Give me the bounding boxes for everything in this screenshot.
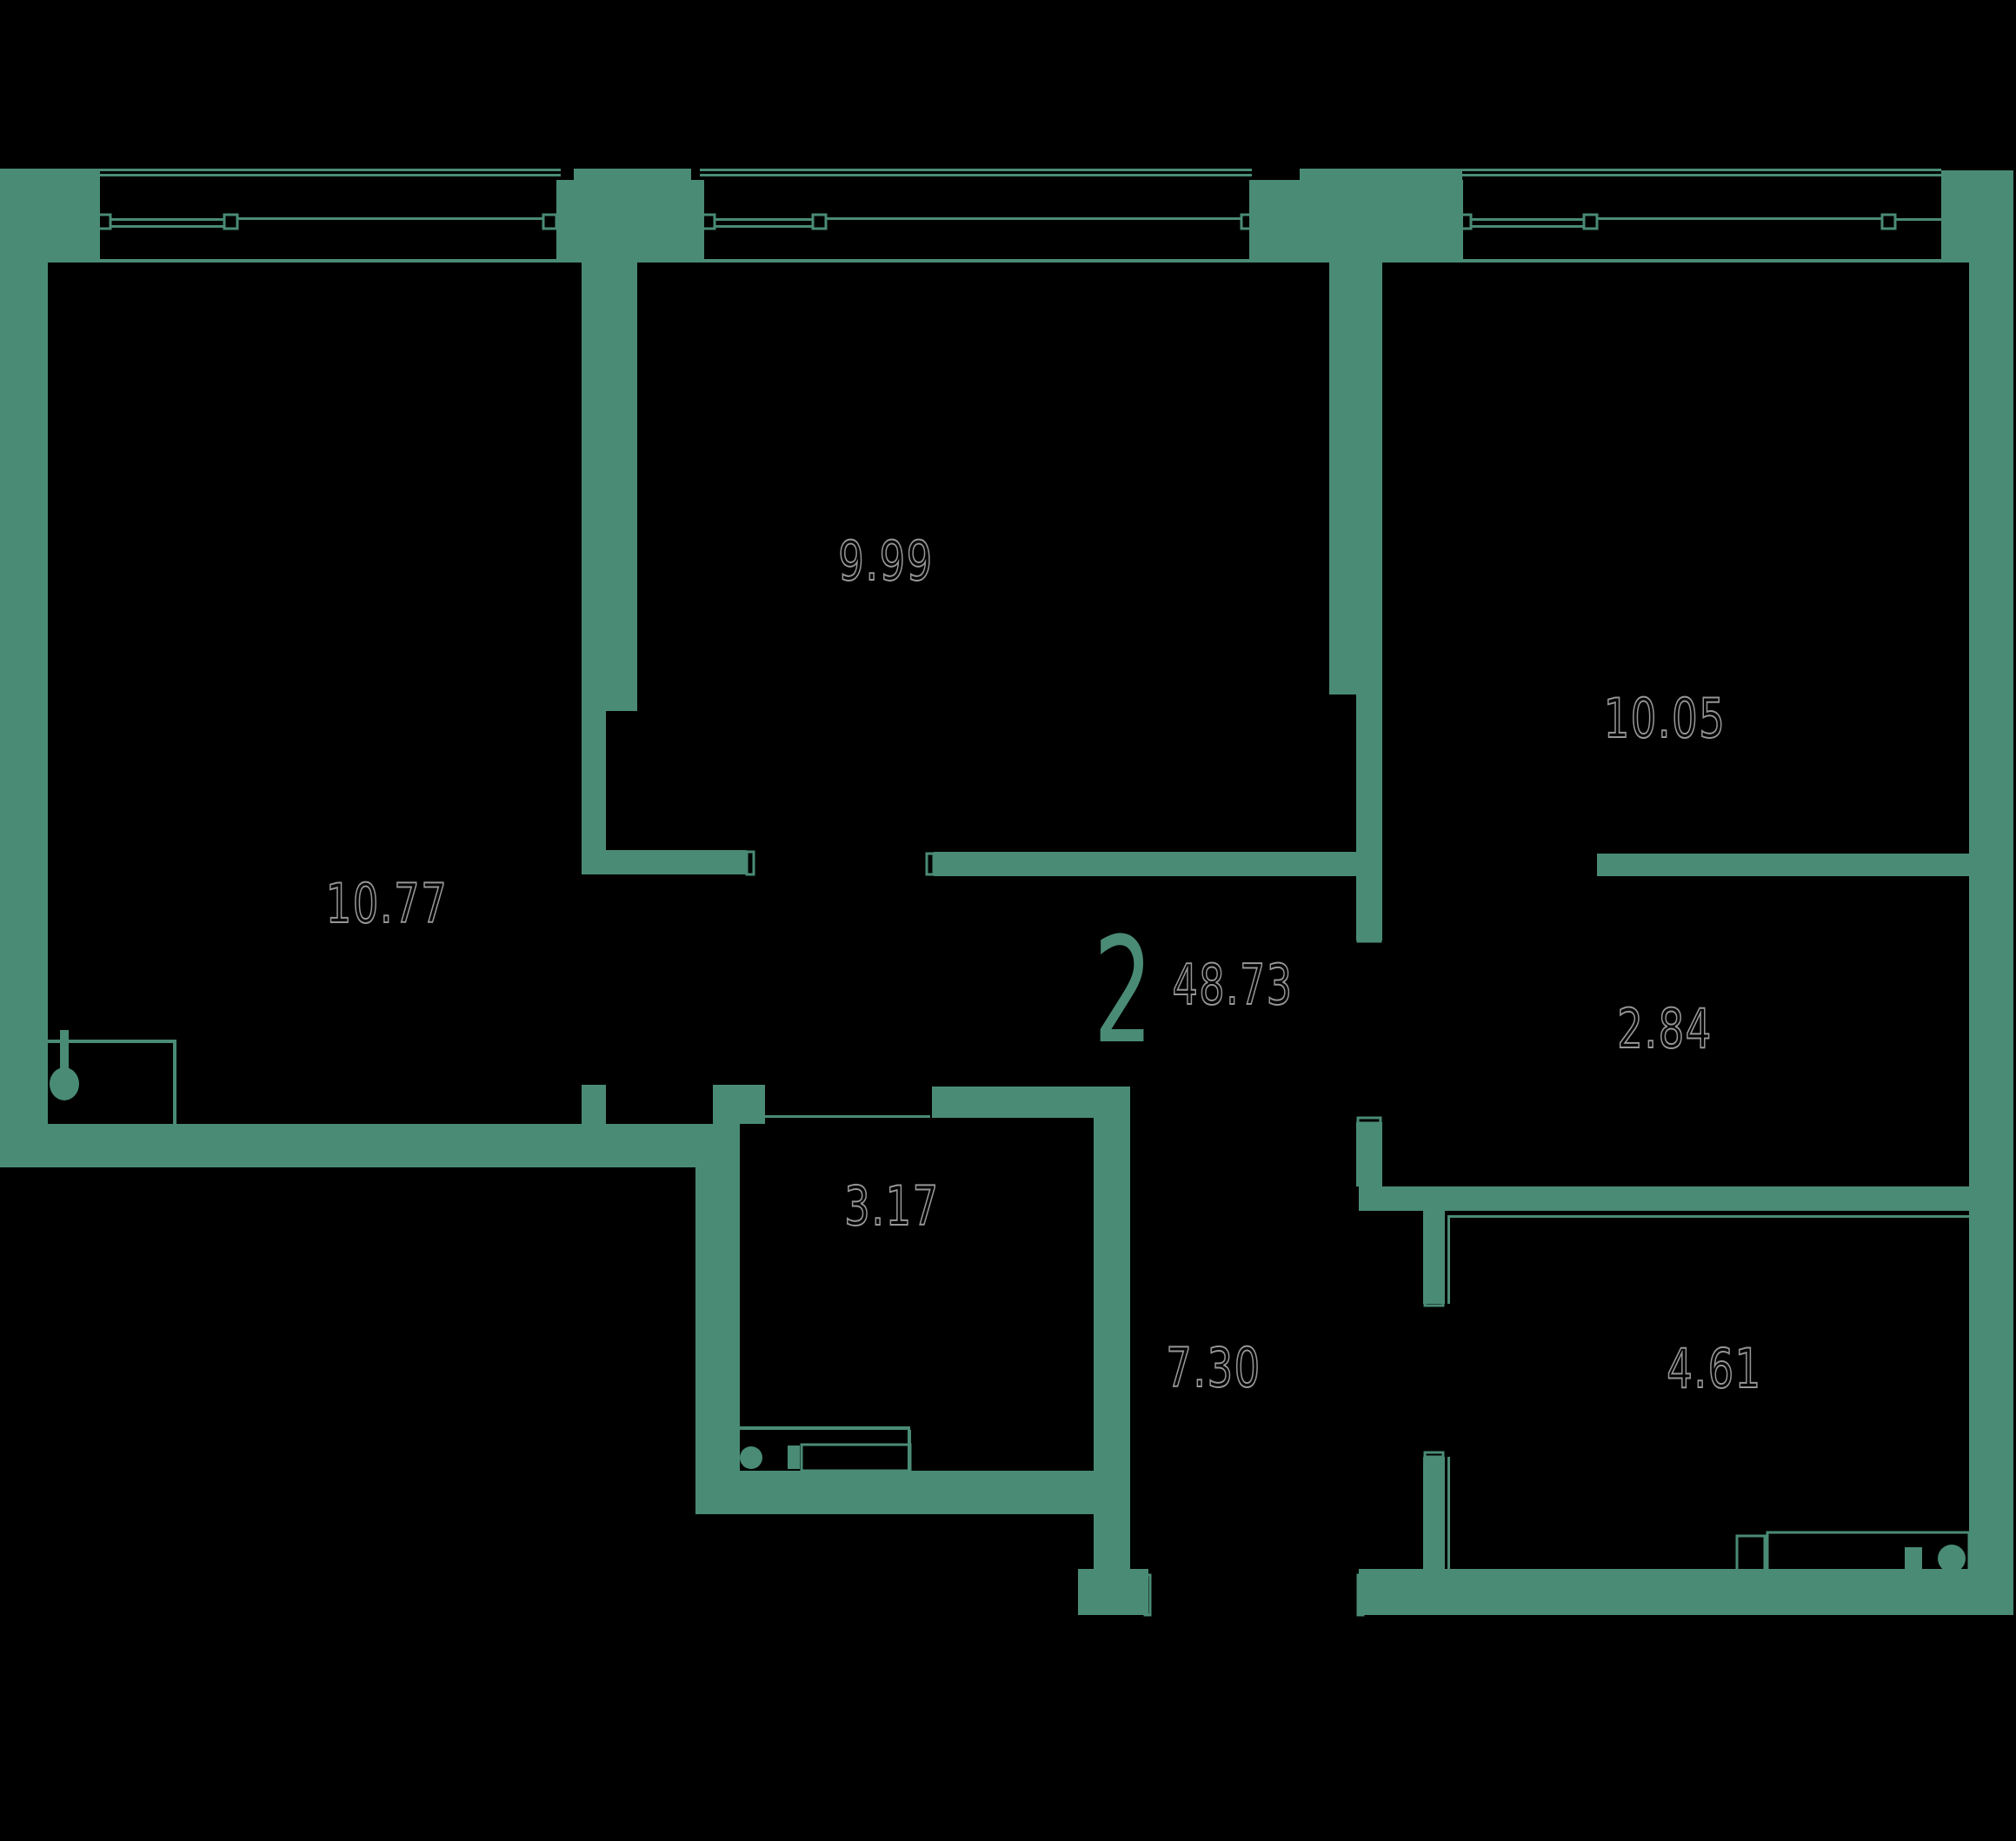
- wall-bathroom2-left-lower: [1423, 1457, 1445, 1569]
- room-area-label-bedroom: 9.99: [837, 529, 934, 593]
- wash-basin-icon: [1938, 1545, 1966, 1572]
- bathroom2-inner-left-upper-line: [1447, 1215, 1450, 1304]
- wall-bathroom2-left-upper: [1423, 1211, 1445, 1304]
- window-2-sash-cap: [700, 213, 716, 230]
- wall-living-bedroom-lower: [582, 711, 606, 874]
- bathroom2-door-jamb-bottom: [1423, 1451, 1445, 1459]
- bottom-right-outer-wall: [1359, 1569, 2013, 1615]
- bedroom2-door-jamb: [1597, 854, 1607, 876]
- vanity-counter: [1766, 1531, 1971, 1573]
- faucet-icon: [1905, 1547, 1922, 1571]
- bathroom-bottom-wall: [695, 1471, 1130, 1514]
- window-pier-1-tab: [574, 169, 691, 181]
- kitchen-sink-icon: [48, 1030, 176, 1124]
- interior-walls: [582, 263, 1969, 1569]
- bathroom2-inner-top-line: [1447, 1215, 1969, 1218]
- wall-mid-right-lower: [1356, 1122, 1382, 1186]
- window-3-sash-cap: [1880, 213, 1897, 230]
- window-2: [700, 169, 1256, 263]
- wall-mid-right-middle: [1356, 695, 1382, 940]
- bathroom-top-wall: [932, 1087, 1097, 1118]
- right-outer-wall: [1969, 263, 2013, 1615]
- bathroom-door-threshold-line: [765, 1115, 930, 1118]
- unit-total-area: 48.73: [1172, 954, 1294, 1018]
- wall-nook-bottom: [1359, 1186, 1969, 1211]
- room-area-label-hall-nook: 2.84: [1616, 997, 1713, 1060]
- window-pier-1: [556, 180, 704, 263]
- room-area-label-bathroom2: 4.61: [1666, 1337, 1762, 1400]
- wall-living-bedroom-upper: [582, 263, 637, 711]
- nook-door-jamb-top: [1356, 934, 1382, 943]
- wall-mid-right-upper: [1329, 263, 1382, 695]
- wall-under-bedroom-left: [582, 850, 747, 874]
- window-3-sash-cap: [1456, 213, 1473, 230]
- corner-block-top-right: [1941, 170, 2013, 263]
- wall-bedroom2-nook: [1597, 854, 1969, 876]
- window-3: [1456, 169, 1941, 263]
- window-piers: [556, 169, 1463, 263]
- window-1-sash-cap: [542, 213, 558, 230]
- washing-machine-icon: [740, 1430, 912, 1472]
- window-1-sash-cap: [96, 213, 112, 230]
- faucet-icon: [60, 1030, 69, 1069]
- bedroom-door-jamb-right: [925, 852, 935, 876]
- window-1: [96, 169, 561, 263]
- window-2-sash-cap: [1240, 213, 1256, 230]
- room-area-label-bathroom: 3.17: [843, 1174, 940, 1238]
- bathroom2-inner-left-lower-line: [1447, 1457, 1450, 1569]
- window-2-sash-cap: [811, 213, 828, 230]
- bathroom-inner-bottom-line: [740, 1426, 910, 1430]
- entry-left-wall-segment: [1078, 1569, 1148, 1615]
- entry-door-jamb-right: [1356, 1573, 1365, 1617]
- corner-block-top-left: [0, 169, 100, 263]
- window-3-sash-cap: [1582, 213, 1599, 230]
- bathroom2-fixtures: [1735, 1531, 1971, 1573]
- bedroom-door-jamb-left: [745, 850, 755, 876]
- room-area-label-corridor: 7.30: [1165, 1336, 1261, 1399]
- bathroom-right-wall: [1094, 1087, 1130, 1569]
- nook-door-jamb-bottom: [1356, 1116, 1382, 1125]
- bottom-left-outer-wall: [0, 1124, 695, 1167]
- window-1-sash-cap: [223, 213, 239, 230]
- room-area-label-living: 10.77: [325, 872, 449, 935]
- living-room-door-stub: [582, 1085, 606, 1124]
- left-outer-wall: [0, 262, 48, 1167]
- window-pier-2: [1249, 180, 1463, 263]
- door-jambs: [745, 850, 1607, 1617]
- toilet-icon: [1735, 1534, 1766, 1573]
- window-pier-2-tab: [1300, 169, 1462, 181]
- unit-rooms-count: 2: [1093, 906, 1154, 1076]
- bathroom-left-wall: [695, 1124, 740, 1514]
- bathroom-top-left-block: [713, 1085, 765, 1124]
- wall-under-bedroom-right: [934, 852, 1382, 876]
- outer-walls: [0, 169, 2013, 1615]
- room-area-label-bedroom2: 10.05: [1603, 687, 1727, 750]
- entry-door-jamb-left: [1143, 1573, 1152, 1617]
- bathroom2-door-jamb-top: [1423, 1299, 1445, 1307]
